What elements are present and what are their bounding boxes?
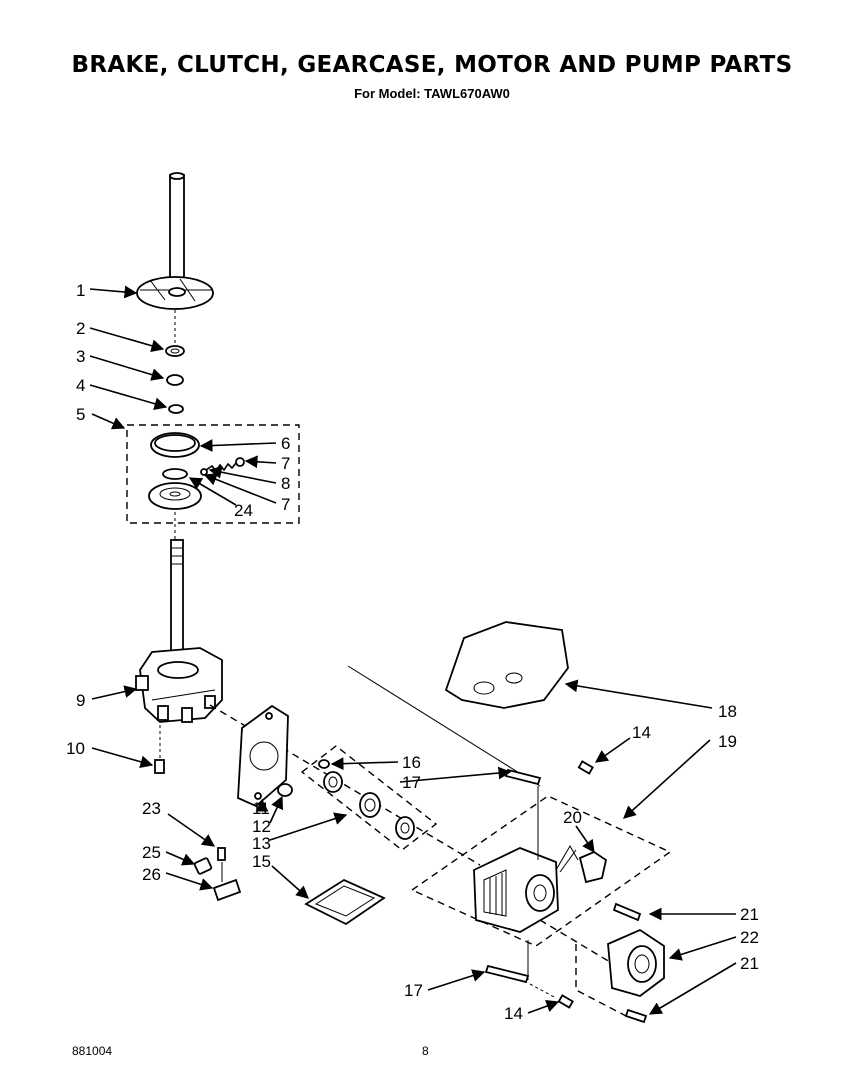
part-19-motor-assembly-box <box>410 795 672 947</box>
part-21-clip-upper <box>612 902 642 922</box>
part-14-screw-upper <box>577 760 594 775</box>
callout-6: 6 <box>281 434 290 453</box>
motor <box>473 847 559 933</box>
callout-26: 26 <box>142 865 161 884</box>
callout-5: 5 <box>76 405 85 424</box>
callout-7-lower: 7 <box>281 495 290 514</box>
part-15-gasket <box>304 878 386 926</box>
callout-14-upper: 14 <box>632 723 651 742</box>
callout-1: 1 <box>76 281 85 300</box>
brake-assembly-box <box>126 424 300 524</box>
part-9-gearcase <box>135 647 223 723</box>
part-18-cover <box>444 621 569 709</box>
part-11-mount-plate <box>237 704 289 808</box>
part-25-spacer <box>193 857 213 875</box>
part-22-pump <box>607 928 665 997</box>
part-12-rubber-mount <box>277 783 293 797</box>
drive-shaft-upper <box>169 172 185 296</box>
part-1-brake-cam <box>136 276 214 310</box>
callout-23: 23 <box>142 799 161 818</box>
callout-9: 9 <box>76 691 85 710</box>
part-21-clip-lower <box>624 1008 648 1024</box>
callout-18: 18 <box>718 702 737 721</box>
callout-17-upper: 17 <box>402 773 421 792</box>
alignment-line-pump-2 <box>575 944 631 1019</box>
part-20-switch <box>555 845 608 884</box>
callout-19: 19 <box>718 732 737 751</box>
callout-10: 10 <box>66 739 85 758</box>
callout-3: 3 <box>76 347 85 366</box>
callout-25: 25 <box>142 843 161 862</box>
callout-2: 2 <box>76 319 85 338</box>
pulley-bearing <box>395 816 415 840</box>
part-4-washer <box>168 404 184 414</box>
callout-13: 13 <box>252 834 271 853</box>
callout-21-lower: 21 <box>740 954 759 973</box>
callout-16: 16 <box>402 753 421 772</box>
alignment-line-2 <box>347 665 541 787</box>
model-subtitle: For Model: TAWL670AW0 <box>354 86 510 101</box>
drawing-code: 881004 <box>72 1044 113 1058</box>
pulley-hub <box>323 771 343 793</box>
part-13-pulley-assembly-box <box>300 745 438 851</box>
page-number: 8 <box>422 1044 429 1058</box>
pulley-gear <box>359 792 381 818</box>
part-26-clamp <box>212 862 242 902</box>
part-6-brake-band <box>150 432 200 458</box>
callout-15: 15 <box>252 852 271 871</box>
callout-12: 12 <box>252 817 271 836</box>
callout-4: 4 <box>76 376 85 395</box>
page-title: BRAKE, CLUTCH, GEARCASE, MOTOR AND PUMP … <box>71 52 793 78</box>
part-2-nut <box>165 345 185 357</box>
leader-lines <box>89 285 737 1015</box>
part-17-motor-bracket-lower <box>484 940 530 984</box>
part-24-clip <box>162 468 188 480</box>
callout-14-lower: 14 <box>504 1004 523 1023</box>
part-3-washer <box>166 374 184 386</box>
part-17-motor-bracket-upper <box>504 768 542 860</box>
callout-11: 11 <box>252 799 270 818</box>
callout-8: 8 <box>281 474 290 493</box>
part-14-screw-lower <box>529 983 574 1009</box>
part-16-pin <box>318 759 330 769</box>
callout-20: 20 <box>563 808 582 827</box>
callout-21-upper: 21 <box>740 905 759 924</box>
callout-17-lower: 17 <box>404 981 423 1000</box>
callout-22: 22 <box>740 928 759 947</box>
callout-24: 24 <box>234 501 253 520</box>
part-10-bolt <box>154 725 165 774</box>
brake-drum <box>148 482 202 510</box>
part-23-screw <box>217 847 226 861</box>
callout-7-upper: 7 <box>281 454 290 473</box>
